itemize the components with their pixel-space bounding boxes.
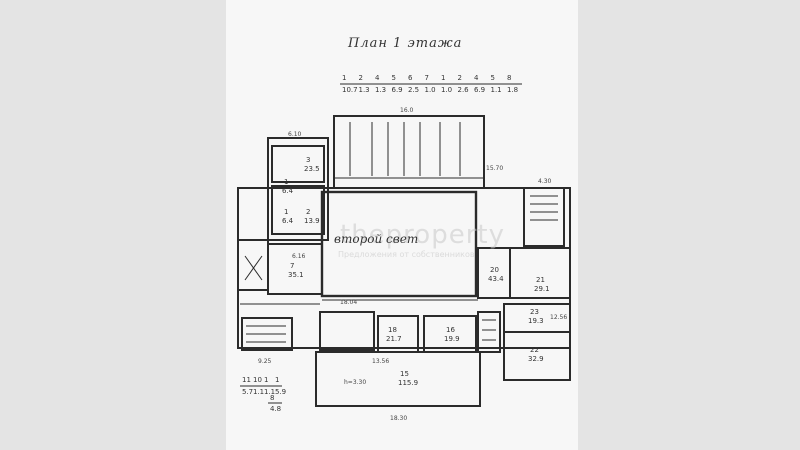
legend-top-room-area: 6.9 bbox=[474, 86, 485, 94]
legend-bottom-room-area: 1.1 bbox=[253, 388, 264, 396]
dim-corridor: 18.04 bbox=[340, 299, 357, 306]
room-number: 22 bbox=[530, 346, 539, 354]
room-area: 19.3 bbox=[528, 317, 544, 325]
legend-bottom-room-number: 1 bbox=[275, 376, 279, 384]
room-area: 6.4 bbox=[282, 217, 294, 225]
legend-top-room-area: 2.5 bbox=[408, 86, 419, 94]
dim-left-h1: 6.10 bbox=[288, 131, 302, 138]
room-7-outline bbox=[267, 243, 323, 295]
dim-bottom-mid: 13.56 bbox=[372, 358, 389, 365]
north-wing bbox=[333, 115, 485, 189]
legend-bottom-room-number: 1 bbox=[264, 376, 268, 384]
legend-top-room-area: 1.3 bbox=[359, 86, 370, 94]
legend-top-room-area: 1.1 bbox=[491, 86, 502, 94]
room-22-outline bbox=[503, 331, 571, 381]
room-area: 6.4 bbox=[282, 187, 294, 195]
legend-top-room-area: 1.3 bbox=[375, 86, 386, 94]
dim-mid-h: 15.70 bbox=[486, 165, 503, 172]
room-18-outline bbox=[377, 315, 419, 353]
legend-top-room-number: 5 bbox=[392, 74, 396, 82]
dim-stair-width: 4.30 bbox=[538, 178, 552, 185]
legend-top-room-area: 6.9 bbox=[392, 86, 403, 94]
dim-top-width: 16.0 bbox=[400, 107, 414, 114]
room-area: 29.1 bbox=[534, 285, 550, 293]
room-area: 21.7 bbox=[386, 335, 402, 343]
plan-title: План 1 этажа bbox=[348, 36, 463, 51]
legend-top-room-number: 5 bbox=[491, 74, 495, 82]
legend-top-room-number: 2 bbox=[359, 74, 363, 82]
room-number: 20 bbox=[490, 266, 499, 274]
west-room-mid bbox=[271, 185, 325, 235]
stair-left bbox=[237, 239, 269, 291]
legend-bottom-extra-number: 8 bbox=[270, 394, 274, 402]
legend-top-room-area: 1.0 bbox=[441, 86, 452, 94]
legend-bottom-room-number: 10 bbox=[253, 376, 262, 384]
legend-bottom-room-number: 11 bbox=[242, 376, 251, 384]
legend-top-room-area: 2.6 bbox=[458, 86, 470, 94]
stair-bottom-right bbox=[477, 311, 501, 353]
room-number: 3 bbox=[306, 156, 310, 164]
legend-top-room-number: 4 bbox=[474, 74, 479, 82]
west-room-top bbox=[271, 145, 325, 183]
room-area: 32.9 bbox=[528, 355, 544, 363]
room-area: 23.5 bbox=[304, 165, 320, 173]
room-number: 16 bbox=[446, 326, 455, 334]
room-number: 18 bbox=[388, 326, 397, 334]
legend-top-room-area: 1.8 bbox=[507, 86, 518, 94]
hall-15-outline bbox=[315, 351, 481, 407]
room-number: 23 bbox=[530, 308, 539, 316]
legend-bottom-room-area: 5.7 bbox=[242, 388, 253, 396]
plan-sheet bbox=[226, 0, 578, 450]
room-number: 2 bbox=[306, 208, 310, 216]
legend-top-room-number: 1 bbox=[441, 74, 445, 82]
dim-right-h: 12.56 bbox=[550, 314, 567, 321]
legend-top-room-area: 1.0 bbox=[425, 86, 436, 94]
legend-bottom-room-area: 5.9 bbox=[275, 388, 286, 396]
dim-left-mid: 6.16 bbox=[292, 253, 306, 260]
room-area: 35.1 bbox=[288, 271, 304, 279]
room-area: 19.9 bbox=[444, 335, 460, 343]
legend-top-room-number: 1 bbox=[342, 74, 346, 82]
dim-bottom-left: 9.25 bbox=[258, 358, 272, 365]
atrium-label: второй свет bbox=[334, 232, 419, 246]
legend-top-room-number: 4 bbox=[375, 74, 380, 82]
dim-hall-height: h=3.30 bbox=[344, 379, 366, 386]
room-area: 115.9 bbox=[398, 379, 418, 387]
room-number: 21 bbox=[536, 276, 545, 284]
room-number: 15 bbox=[400, 370, 409, 378]
dim-bottom-width: 18.30 bbox=[390, 415, 407, 422]
room-16-outline bbox=[423, 315, 477, 353]
legend-bottom-room-area: 1.1 bbox=[264, 388, 275, 396]
room-area: 43.4 bbox=[488, 275, 504, 283]
legend-top-room-number: 6 bbox=[408, 74, 413, 82]
stair-tower-right bbox=[523, 187, 565, 247]
stair-bottom-left bbox=[241, 317, 293, 351]
room-small-block bbox=[319, 311, 375, 351]
room-number: 1 bbox=[284, 178, 288, 186]
legend-top-room-number: 8 bbox=[507, 74, 511, 82]
legend-top-room-number: 2 bbox=[458, 74, 462, 82]
watermark-subtitle: Предложения от собственников bbox=[338, 250, 475, 259]
room-21-outline bbox=[509, 247, 571, 299]
legend-bottom-extra-area: 4.8 bbox=[270, 405, 281, 413]
watermark: theproperty bbox=[340, 220, 505, 250]
room-area: 13.9 bbox=[304, 217, 320, 225]
room-number: 7 bbox=[290, 262, 294, 270]
legend-top-room-area: 10.7 bbox=[342, 86, 358, 94]
legend-top: 110.721.341.356.962.571.011.022.646.951.… bbox=[342, 74, 518, 94]
room-number: 1 bbox=[284, 208, 288, 216]
legend-top-room-number: 7 bbox=[425, 74, 429, 82]
